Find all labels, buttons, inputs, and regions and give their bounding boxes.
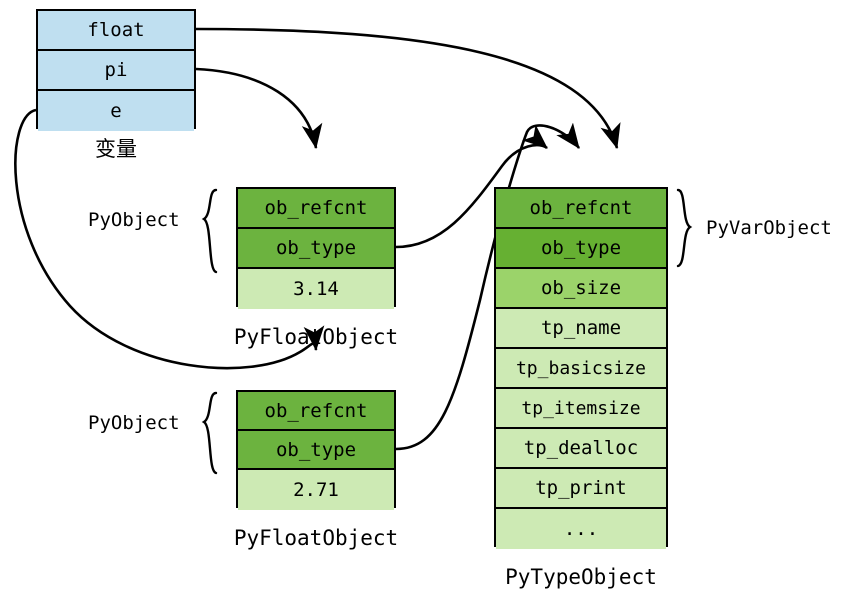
variable-row-e[interactable]: e <box>38 91 194 131</box>
brace-pyobject-1 <box>201 188 218 274</box>
field-label: tp_name <box>540 317 622 339</box>
field-label: ob_refcnt <box>264 399 368 422</box>
variable-label: float <box>87 19 145 41</box>
float-object-2-caption: PyFloatObject <box>233 526 399 550</box>
type-object-caption: PyTypeObject <box>505 565 657 589</box>
field-tp-dealloc[interactable]: tp_dealloc <box>496 429 666 469</box>
field-label: ob_type <box>275 438 357 461</box>
brace-pyvarobject <box>676 188 693 268</box>
field-ob-type[interactable]: ob_type <box>238 431 394 470</box>
field-label: tp_basicsize <box>515 357 647 379</box>
field-label: tp_itemsize <box>521 397 641 419</box>
variable-row-pi[interactable]: pi <box>38 51 194 91</box>
field-label: 3.14 <box>293 278 339 300</box>
field-label: tp_dealloc <box>523 437 639 459</box>
brace-pyobject-2 <box>201 391 218 475</box>
variable-row-float[interactable]: float <box>38 11 194 51</box>
field-tp-basicsize[interactable]: tp_basicsize <box>496 349 666 389</box>
float-object-2: ob_refcnt ob_type 2.71 <box>236 390 396 510</box>
field-tp-print[interactable]: tp_print <box>496 469 666 509</box>
arrow-float-to-typeobject <box>195 27 621 150</box>
field-label: tp_print <box>535 477 627 499</box>
field-label: ob_type <box>540 237 622 259</box>
field-tp-itemsize[interactable]: tp_itemsize <box>496 389 666 429</box>
field-ob-size[interactable]: ob_size <box>496 269 666 309</box>
field-ob-refcnt[interactable]: ob_refcnt <box>496 189 666 229</box>
field-value[interactable]: 2.71 <box>238 470 394 510</box>
pyvarobject-brace-label: PyVarObject <box>706 217 832 239</box>
field-label: ... <box>563 518 599 540</box>
field-label: ob_size <box>540 277 622 299</box>
field-label: 2.71 <box>293 479 339 501</box>
variable-label: e <box>110 100 122 122</box>
variable-label: pi <box>104 59 128 81</box>
type-object: ob_refcnt ob_type ob_size tp_name tp_bas… <box>494 187 668 549</box>
field-ob-refcnt[interactable]: ob_refcnt <box>238 189 394 229</box>
float-object-1: ob_refcnt ob_type 3.14 <box>236 187 396 309</box>
float-object-1-caption: PyFloatObject <box>233 325 399 349</box>
field-label: ob_type <box>275 237 357 259</box>
field-label: ob_refcnt <box>264 197 368 219</box>
pyobject-brace-label-2: PyObject <box>88 412 180 434</box>
field-ellipsis[interactable]: ... <box>496 509 666 549</box>
field-tp-name[interactable]: tp_name <box>496 309 666 349</box>
field-label: ob_refcnt <box>529 197 633 219</box>
pyobject-brace-label-1: PyObject <box>88 209 180 231</box>
field-ob-type[interactable]: ob_type <box>496 229 666 269</box>
arrow-pi-to-floatobject1 <box>195 67 323 150</box>
field-ob-refcnt[interactable]: ob_refcnt <box>238 392 394 431</box>
field-ob-type[interactable]: ob_type <box>238 229 394 269</box>
variables-block: float pi e <box>36 9 196 131</box>
field-value[interactable]: 3.14 <box>238 269 394 309</box>
variables-block-caption: 变量 <box>95 137 137 161</box>
